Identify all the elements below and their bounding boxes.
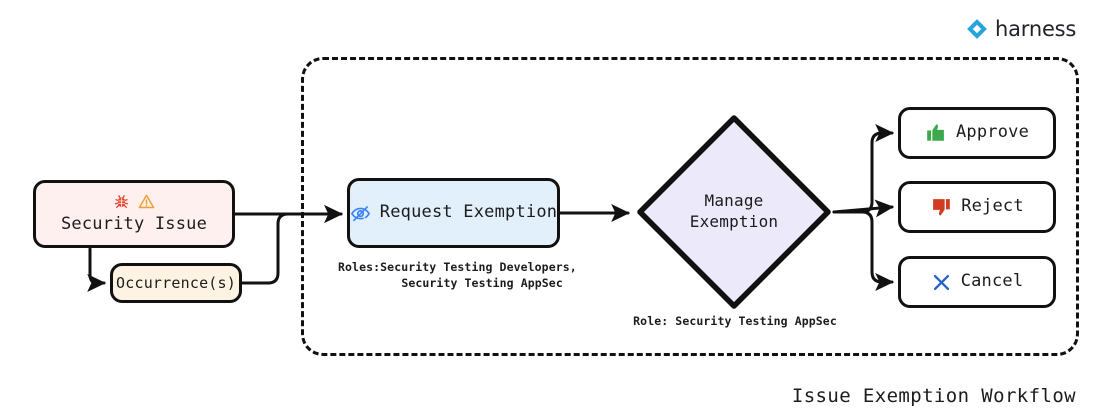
edge-security-issue-to-occurrences bbox=[87, 247, 106, 292]
thumbs-down-icon bbox=[933, 199, 950, 216]
caption-manage-exemption-role: Role: Security Testing AppSec bbox=[633, 314, 837, 328]
exemption-workflow-boundary bbox=[301, 57, 1079, 356]
thumbs-up-icon bbox=[927, 124, 944, 141]
diagram-title: Issue Exemption Workflow bbox=[791, 385, 1076, 407]
node-security-issue-label: Security Issue bbox=[60, 213, 208, 234]
bug-icon bbox=[114, 195, 129, 209]
warning-triangle-icon bbox=[138, 195, 155, 209]
node-occurrences[interactable]: Occurrence(s) bbox=[110, 263, 242, 303]
node-cancel-label: Cancel bbox=[960, 271, 1024, 292]
node-approve-label: Approve bbox=[955, 122, 1030, 143]
caption-request-exemption-roles: Roles:Security Testing Developers, Secur… bbox=[338, 260, 577, 290]
node-manage-exemption[interactable]: Manage Exemption bbox=[634, 112, 834, 312]
diamond-shape bbox=[637, 115, 831, 309]
node-request-exemption[interactable]: Request Exemption bbox=[347, 178, 560, 248]
node-reject[interactable]: Reject bbox=[898, 181, 1056, 233]
node-approve[interactable]: Approve bbox=[898, 107, 1056, 159]
harness-diamond-logo-icon bbox=[967, 19, 987, 39]
eye-slash-icon bbox=[350, 205, 370, 221]
node-reject-label: Reject bbox=[961, 196, 1024, 217]
node-security-issue[interactable]: Security Issue bbox=[33, 180, 235, 248]
node-occurrences-label: Occurrence(s) bbox=[116, 273, 236, 292]
node-cancel[interactable]: Cancel bbox=[898, 256, 1056, 308]
harness-wordmark: harness bbox=[995, 16, 1077, 41]
node-manage-exemption-label-line1: Manage bbox=[704, 191, 764, 211]
node-request-exemption-label: Request Exemption bbox=[379, 202, 558, 223]
node-manage-exemption-label-line2: Exemption bbox=[689, 212, 779, 231]
x-cross-icon bbox=[933, 274, 949, 290]
harness-logo: harness bbox=[966, 18, 1076, 40]
